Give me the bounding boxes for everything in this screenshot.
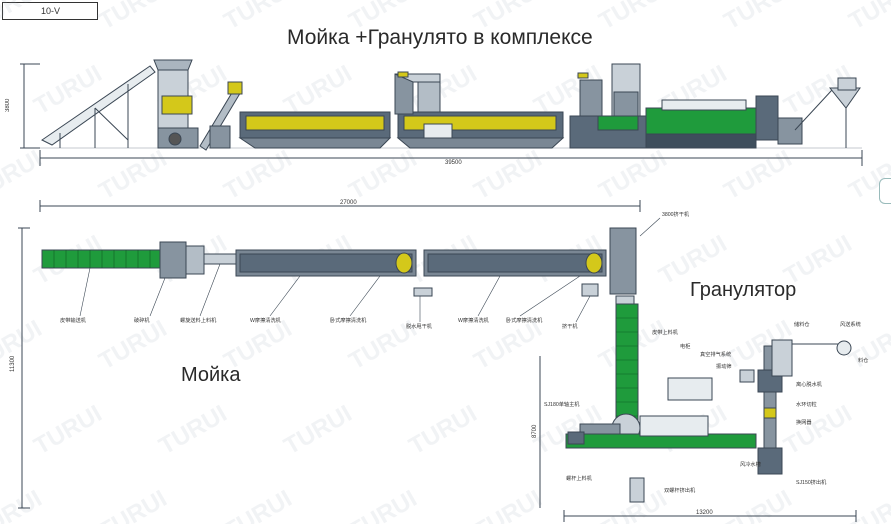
callout-label: 真空排气系统 xyxy=(700,350,731,358)
callout-label: 卧式摩擦清洗机 xyxy=(506,316,543,324)
plan-washing xyxy=(18,200,641,509)
callout-label: 卧式摩擦清洗机 xyxy=(330,316,367,324)
drawing-tag: 10-V xyxy=(2,2,98,20)
dim-plan-height: 11300 xyxy=(10,355,16,372)
watermark-text: TURUI xyxy=(405,400,482,460)
callout-label: 破碎机 xyxy=(134,316,150,324)
watermark-text: TURUI xyxy=(95,315,172,375)
watermark-text: TURUI xyxy=(280,400,357,460)
watermark-text: TURUI xyxy=(345,485,422,524)
callout-label: 料仓 xyxy=(858,356,869,364)
watermark-text: TURUI xyxy=(595,145,672,205)
callout-label: 离心脱水机 xyxy=(796,380,823,388)
callout-label: 脱水甩干机 xyxy=(406,322,433,330)
dim-side-height: 3800 xyxy=(5,98,11,112)
side-elevation xyxy=(20,59,863,166)
callout-label: 双螺杆挤出机 xyxy=(664,486,696,494)
drawing-title: Мойка +Гранулято в комплексе xyxy=(287,26,593,49)
watermark-text: TURUI xyxy=(595,0,672,35)
watermark-text: TURUI xyxy=(720,0,797,35)
watermark-text: TURUI xyxy=(345,145,422,205)
watermark-text: TURUI xyxy=(470,485,547,524)
callout-label: SJ150挤出机 xyxy=(796,478,827,486)
callout-label: 风送系统 xyxy=(840,320,861,328)
dim-plan-length: 27000 xyxy=(340,200,357,206)
watermark-text: TURUI xyxy=(0,315,47,375)
plan-granulator xyxy=(539,303,857,522)
watermark-text: TURUI xyxy=(220,485,297,524)
callout-label: 挤干机 xyxy=(562,322,578,330)
watermark-text: TURUI xyxy=(720,485,797,524)
watermark-text: TURUI xyxy=(845,0,891,35)
watermark-text: TURUI xyxy=(470,315,547,375)
watermark-text: TURUI xyxy=(220,0,297,35)
wash-section-label: Мойка xyxy=(181,364,241,386)
callout-label: W摩擦清洗机 xyxy=(250,316,282,324)
watermark-text: TURUI xyxy=(155,400,232,460)
callout-label: 振动筛 xyxy=(716,362,732,370)
granulator-callouts: 皮带上料机 电柜 真空排气系统 振动筛 SJ180单轴主机 螺杆上料机 双螺杆挤… xyxy=(544,320,869,494)
watermark-text: TURUI xyxy=(95,145,172,205)
dim-gran-width: 13200 xyxy=(696,510,713,516)
wash-callouts: 皮带输送机 破碎机 螺旋送料上料机 W摩擦清洗机 卧式摩擦清洗机 脱水甩干机 W… xyxy=(60,210,690,330)
callout-label: 螺旋送料上料机 xyxy=(180,316,217,324)
watermark-text: TURUI xyxy=(30,400,107,460)
watermark-text: TURUI xyxy=(845,485,891,524)
callout-label: 电柜 xyxy=(680,342,690,350)
side-scroll-handle[interactable] xyxy=(879,178,891,204)
callout-label: W摩擦清洗机 xyxy=(458,316,490,324)
watermark-text: TURUI xyxy=(280,60,357,120)
dim-side-length: 39500 xyxy=(445,160,462,166)
watermark-text: TURUI xyxy=(0,485,47,524)
callout-label: SJ180单轴主机 xyxy=(544,400,580,408)
callout-label: 储料仓 xyxy=(794,320,810,328)
watermark-text: TURUI xyxy=(780,400,857,460)
callout-label: 风冷水槽 xyxy=(740,460,761,468)
granulator-section-label: Гранулятор xyxy=(690,279,797,301)
watermark-text: TURUI xyxy=(95,0,172,35)
callout-label: 皮带输送机 xyxy=(60,316,87,324)
callout-label: 水环切粒 xyxy=(796,400,817,408)
callout-label: 螺杆上料机 xyxy=(566,474,593,482)
callout-label: 换网器 xyxy=(796,418,812,426)
watermark-text: TURUI xyxy=(720,145,797,205)
watermark-text: TURUI xyxy=(220,145,297,205)
watermark-text: TURUI xyxy=(470,145,547,205)
watermark-text: TURUI xyxy=(95,485,172,524)
watermark-text: TURUI xyxy=(405,60,482,120)
watermark-text: TURUI xyxy=(0,0,47,35)
leader-lines xyxy=(79,217,661,323)
callout-label: 皮带上料机 xyxy=(652,328,679,336)
dim-gran-height: 8700 xyxy=(532,424,538,438)
callout-label: 3800挤干机 xyxy=(662,210,690,218)
